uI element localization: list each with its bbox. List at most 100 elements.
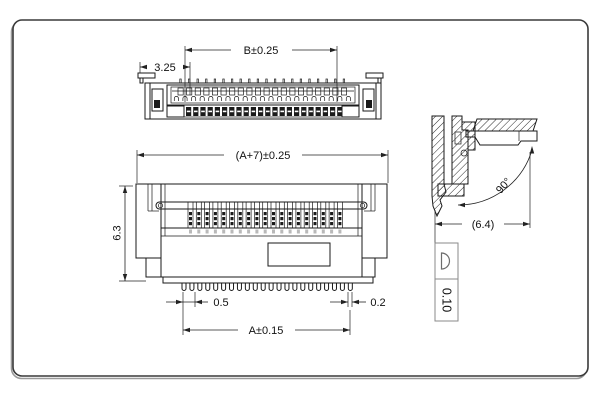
finger-barb xyxy=(313,222,317,226)
finger-barb xyxy=(280,212,284,216)
solder-pad-slit xyxy=(230,110,234,113)
left-wing-tab xyxy=(137,72,156,79)
finger-barb xyxy=(272,217,275,221)
top-contact xyxy=(272,87,279,96)
solder-pad-slit xyxy=(294,110,299,113)
top-arch xyxy=(242,96,248,101)
top-edge-tick xyxy=(256,78,259,84)
finger-ghost xyxy=(338,229,342,234)
finger-barb xyxy=(205,212,209,216)
solder-pad-slit xyxy=(208,110,212,113)
top-edge-tick xyxy=(317,78,320,84)
finger-barb xyxy=(263,212,267,216)
finger-barb xyxy=(255,212,259,216)
top-arch xyxy=(259,96,265,101)
solder-pad-slit xyxy=(309,110,313,113)
solder-pin xyxy=(252,283,258,291)
finger-barb xyxy=(230,222,234,226)
finger-barb xyxy=(238,212,242,216)
finger-barb xyxy=(222,217,226,221)
dim-body-height: 6.3 xyxy=(110,185,146,282)
finger-barb xyxy=(330,222,334,226)
finger-barb xyxy=(197,222,201,226)
top-edge-ticks xyxy=(179,78,345,84)
dim-b-width: B±0.25 xyxy=(184,43,338,102)
right-wing-lip xyxy=(377,77,382,84)
solder-pin xyxy=(229,283,235,291)
finger-ghost xyxy=(205,229,209,234)
top-arch xyxy=(320,96,326,101)
right-wing-tab xyxy=(365,72,384,79)
solder-pad-row xyxy=(186,107,343,116)
finger-barb xyxy=(263,217,267,221)
solder-pad-slit xyxy=(222,110,227,113)
solder-pad-slit xyxy=(215,110,220,113)
sheet-frame xyxy=(10,19,589,380)
solder-pin xyxy=(339,283,345,291)
finger-barb xyxy=(189,222,192,226)
top-contact xyxy=(315,87,322,96)
finger-barb xyxy=(338,212,342,216)
top-edge-tick xyxy=(248,78,251,84)
dim-edge-offset: 3.25 xyxy=(139,60,191,95)
actuator-open-bar xyxy=(472,118,538,132)
top-contact xyxy=(341,87,347,96)
top-edge-tick xyxy=(291,78,294,84)
top-arch xyxy=(208,96,214,101)
finger-ghost xyxy=(305,229,309,234)
solder-pin xyxy=(308,283,314,291)
solder-pad-slit xyxy=(194,110,198,113)
shaft-pivot-right xyxy=(359,202,366,209)
top-arch xyxy=(234,96,240,101)
solder-pin xyxy=(236,283,242,291)
finger-barb xyxy=(230,217,234,221)
top-contact xyxy=(323,87,330,96)
solder-pad-slit xyxy=(323,110,328,113)
top-edge-tick xyxy=(222,78,225,84)
top-contact xyxy=(280,87,287,96)
top-contact-row xyxy=(177,87,347,96)
right-latch-pad xyxy=(366,100,372,108)
top-edge-tick xyxy=(231,78,234,84)
top-contact xyxy=(332,87,339,96)
top-edge-tick xyxy=(282,78,285,84)
tolerance-frame: 0.10 xyxy=(434,242,459,322)
top-arch xyxy=(311,96,317,101)
finger-barb xyxy=(238,217,242,221)
front-view xyxy=(135,183,388,291)
finger-ghost xyxy=(296,229,300,234)
finger-barb xyxy=(305,212,309,216)
finger-barb xyxy=(189,212,192,216)
profile-surface-icon xyxy=(440,252,451,270)
solder-pin xyxy=(189,283,195,291)
top-arch xyxy=(225,96,231,101)
top-contact xyxy=(246,87,253,96)
dim-side-depth: (6.4) xyxy=(434,152,531,243)
solder-pin xyxy=(300,283,306,291)
finger-barb xyxy=(313,217,317,221)
finger-barb xyxy=(321,222,325,226)
top-contact xyxy=(212,87,218,96)
solder-pin xyxy=(244,283,250,291)
front-left-step xyxy=(145,257,162,278)
top-contact xyxy=(220,87,227,96)
solder-pin xyxy=(268,283,274,291)
finger-barb xyxy=(247,212,251,216)
dim-pin-pitch: 0.5 xyxy=(166,292,232,335)
finger-barb xyxy=(305,222,309,226)
top-edge-tick xyxy=(325,78,328,84)
finger-ghost xyxy=(330,229,334,234)
top-contact xyxy=(298,87,304,96)
finger-barb xyxy=(263,222,267,226)
dim-side-depth-label: (6.4) xyxy=(472,219,495,231)
tolerance-value-label: 0.10 xyxy=(440,288,454,312)
dim-overall-width-label: (A+7)±0.25 xyxy=(236,150,291,162)
top-arch xyxy=(277,96,283,101)
finger-barb xyxy=(238,222,242,226)
finger-barb xyxy=(247,222,251,226)
solder-pin xyxy=(197,283,203,291)
solder-pad-slit xyxy=(237,110,241,113)
top-contact xyxy=(306,87,313,96)
solder-pin xyxy=(284,283,290,291)
